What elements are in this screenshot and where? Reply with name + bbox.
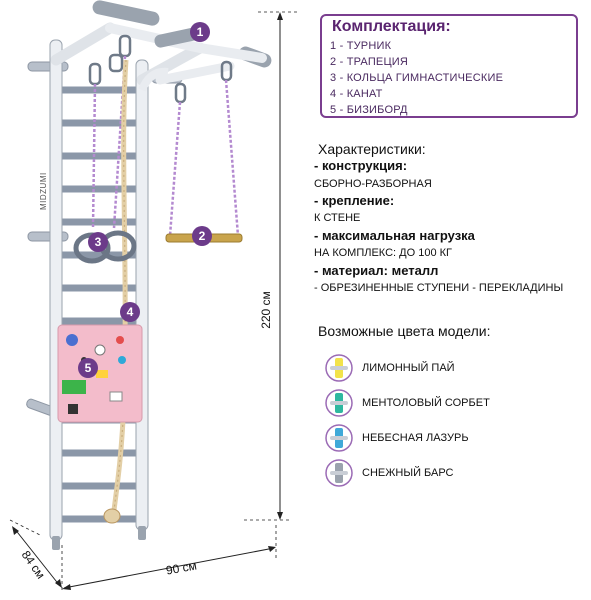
- wall-bars-illustration: 220 см 90 см 84 см: [9, 0, 300, 590]
- color-name: МЕНТОЛОВЫЙ СОРБЕТ: [362, 397, 490, 409]
- mount-value: К СТЕНЕ: [314, 212, 361, 224]
- kit-item: 4 - КАНАТ: [330, 88, 383, 100]
- swatch-snow: [325, 459, 353, 487]
- specs-heading: Характеристики:: [318, 141, 426, 157]
- kit-item: 1 - ТУРНИК: [330, 40, 392, 52]
- pull-up-bar: [50, 0, 272, 92]
- swatch-lemon: [325, 354, 353, 382]
- color-name: ЛИМОННЫЙ ПАЙ: [362, 362, 455, 374]
- marker-1: 1: [190, 22, 210, 42]
- colors-heading: Возможные цвета модели:: [318, 323, 491, 339]
- color-name: СНЕЖНЫЙ БАРС: [362, 467, 454, 479]
- kit-item: 2 - ТРАПЕЦИЯ: [330, 56, 409, 68]
- construction-label: - конструкция:: [314, 158, 408, 173]
- kit-item: 5 - БИЗИБОРД: [330, 104, 408, 116]
- swatch-sky: [325, 424, 353, 452]
- marker-4: 4: [120, 302, 140, 322]
- svg-text:2: 2: [199, 229, 206, 243]
- material-label: - материал: металл: [314, 263, 439, 278]
- height-label: 220 см: [259, 291, 273, 329]
- color-name: НЕБЕСНАЯ ЛАЗУРЬ: [362, 432, 469, 444]
- svg-text:5: 5: [85, 361, 92, 375]
- kit-item: 3 - КОЛЬЦА ГИМНАСТИЧЕСКИЕ: [330, 72, 504, 84]
- kit-title: Комплектация:: [332, 18, 451, 35]
- load-value: НА КОМПЛЕКС: ДО 100 КГ: [314, 247, 452, 259]
- svg-text:4: 4: [127, 305, 134, 319]
- construction-value: СБОРНО-РАЗБОРНАЯ: [314, 178, 432, 190]
- ring-straps: [91, 55, 127, 229]
- busy-board: [57, 324, 143, 423]
- ladder-uprights: [49, 39, 149, 550]
- marker-2: 2: [192, 226, 212, 246]
- svg-text:1: 1: [197, 25, 204, 39]
- material-value: - ОБРЕЗИНЕННЫЕ СТУПЕНИ - ПЕРЕКЛАДИНЫ: [314, 282, 564, 294]
- swatch-mint: [325, 389, 353, 417]
- mount-label: - крепление:: [314, 193, 395, 208]
- brand-logo: MIDZUMI: [39, 172, 48, 210]
- width-label: 90 см: [165, 558, 198, 577]
- trapeze-ropes: [168, 79, 240, 237]
- load-label: - максимальная нагрузка: [314, 228, 475, 243]
- width-dimension: 90 см: [61, 525, 277, 590]
- kit-box: Комплектация: 1 - ТУРНИК 2 - ТРАПЕЦИЯ 3 …: [320, 14, 578, 118]
- marker-5: 5: [78, 358, 98, 378]
- marker-3: 3: [88, 232, 108, 252]
- svg-text:3: 3: [95, 235, 102, 249]
- height-dimension: 220 см: [244, 11, 300, 521]
